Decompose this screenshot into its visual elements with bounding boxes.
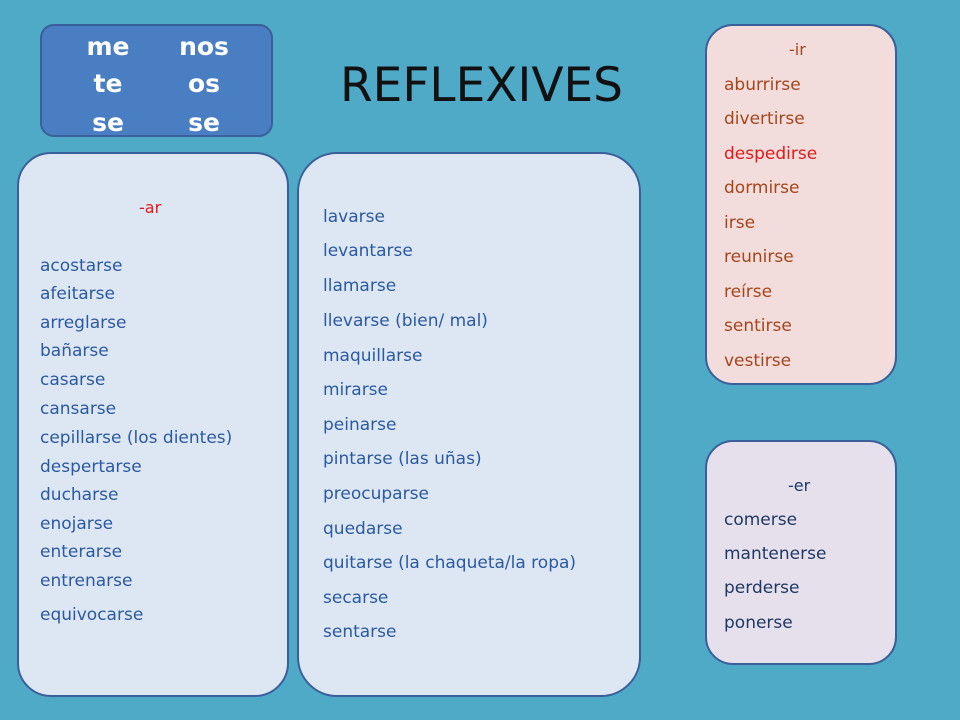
ir-word: vestirse: [724, 351, 792, 371]
ir-word: despedirse: [724, 144, 818, 164]
list-word: quitarse (la chaqueta/la ropa): [323, 553, 577, 573]
pronoun-se-singular: se: [92, 108, 124, 137]
list-word: llevarse (bien/ mal): [323, 311, 488, 331]
ar-word: arreglarse: [40, 313, 127, 333]
list-word: llamarse: [323, 276, 397, 296]
ar-word: cansarse: [40, 399, 117, 419]
pronoun-se-plural: se: [188, 108, 220, 137]
ar-word: equivocarse: [40, 605, 144, 625]
ar-word: entrenarse: [40, 571, 133, 591]
ir-verbs-box: -ir aburrirse divertirse despedirse dorm…: [705, 24, 897, 385]
ar-word: casarse: [40, 370, 106, 390]
ar-word: despertarse: [40, 457, 142, 477]
er-word: ponerse: [724, 613, 793, 633]
er-word: comerse: [724, 510, 798, 530]
ir-word: reunirse: [724, 247, 794, 267]
ir-heading: -ir: [789, 40, 806, 59]
pronoun-nos: nos: [179, 32, 229, 61]
ar-heading: -ar: [139, 198, 162, 217]
ir-word: dormirse: [724, 178, 800, 198]
ar-word: ducharse: [40, 485, 119, 505]
list-word: secarse: [323, 588, 389, 608]
more-verbs-box: lavarse levantarse llamarse llevarse (bi…: [297, 152, 641, 697]
er-heading: -er: [788, 476, 811, 495]
ar-word: afeitarse: [40, 284, 115, 304]
list-word: mirarse: [323, 380, 388, 400]
ar-word: cepillarse (los dientes): [40, 428, 233, 448]
list-word: maquillarse: [323, 346, 423, 366]
ir-word: sentirse: [724, 316, 792, 336]
er-word: perderse: [724, 578, 800, 598]
list-word: sentarse: [323, 622, 397, 642]
er-word: mantenerse: [724, 544, 827, 564]
pronoun-os: os: [187, 69, 221, 98]
pronoun-box: me nos te os se se: [40, 24, 273, 137]
ar-word: bañarse: [40, 341, 109, 361]
list-word: peinarse: [323, 415, 397, 435]
ir-word: divertirse: [724, 109, 805, 129]
list-word: levantarse: [323, 241, 413, 261]
ar-word: enojarse: [40, 514, 114, 534]
ir-word: irse: [724, 213, 756, 233]
ar-verbs-box: -ar acostarse afeitarse arreglarse bañar…: [17, 152, 289, 697]
er-verbs-box: -er comerse mantenerse perderse ponerse: [705, 440, 897, 665]
pronoun-me: me: [86, 32, 130, 61]
ar-word: acostarse: [40, 256, 123, 276]
pronoun-te: te: [93, 69, 123, 98]
list-word: preocuparse: [323, 484, 429, 504]
list-word: pintarse (las uñas): [323, 449, 482, 469]
ir-word: aburrirse: [724, 75, 801, 95]
page-title: REFLEXIVES: [340, 58, 624, 113]
ar-word: enterarse: [40, 542, 123, 562]
ir-word: reírse: [724, 282, 773, 302]
list-word: lavarse: [323, 207, 385, 227]
list-word: quedarse: [323, 519, 403, 539]
